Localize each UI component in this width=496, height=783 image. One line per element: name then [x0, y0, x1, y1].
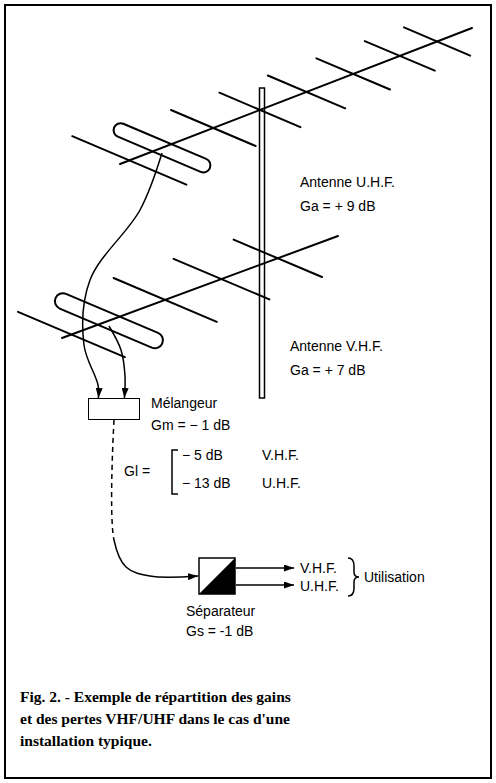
antenna-element: [18, 312, 125, 357]
mixer-box: MélangeurGm = − 1 dB: [88, 398, 140, 420]
figure-caption: Fig. 2. - Exemple de répartition des gai…: [20, 686, 305, 752]
gain-value: Ga = + 9 dB: [300, 194, 395, 218]
antenna-element: [171, 110, 256, 146]
label-holder: − 13 dB: [182, 474, 231, 492]
cable-connector: [112, 420, 198, 577]
mast: [260, 88, 265, 398]
node-text-group: MélangeurGm = − 1 dB: [151, 392, 230, 436]
antenna-boom: [62, 236, 338, 338]
caption-holder: Fig. 2. - Exemple de répartition des gai…: [20, 686, 305, 752]
label-holder: V.H.F.: [300, 559, 337, 577]
uhf-antenna: [72, 27, 472, 184]
label-holder: − 5 dB: [182, 446, 223, 464]
antenna-element: [219, 93, 300, 127]
annotation: U.H.F.: [262, 474, 301, 492]
gain-value: Ga = + 7 dB: [290, 358, 383, 382]
annotation: V.H.F.: [262, 446, 299, 464]
bracket: [172, 450, 178, 494]
splitter-outline: [198, 557, 236, 595]
antenna-element: [316, 58, 390, 89]
annotation: − 5 dB: [182, 446, 223, 464]
antenna-feed: Antenne V.H.F.Ga = + 7 dB: [99, 316, 119, 326]
gain-value: Gm = − 1 dB: [151, 414, 230, 436]
brace: [348, 558, 359, 596]
node-name: Mélangeur: [151, 392, 230, 414]
antenna-element: [365, 41, 435, 71]
annotation: U.H.F.: [300, 577, 339, 595]
antenna-feed: Antenne U.H.F.Ga = + 9 dB: [152, 143, 172, 153]
label-holder: U.H.F.: [262, 474, 301, 492]
cable-connector: [83, 153, 162, 398]
annotation: − 13 dB: [182, 474, 231, 492]
label-holder: U.H.F.: [300, 577, 339, 595]
folded-dipole: [52, 291, 165, 351]
cable-connector: [109, 326, 125, 398]
node-text-group: SéparateurGs = -1 dB: [186, 601, 255, 641]
splitter-fill: [199, 558, 235, 594]
antenna-boom: [120, 28, 472, 164]
splitter-body: [199, 558, 235, 594]
node-text-group: Antenne U.H.F.Ga = + 9 dB: [300, 170, 395, 218]
folded-dipole: [111, 121, 212, 174]
antenna-element: [174, 259, 270, 300]
node-name: Séparateur: [186, 601, 255, 621]
label-holder: Utilisation: [364, 568, 425, 586]
antenna-element: [114, 278, 217, 322]
antenna-element: [404, 27, 470, 55]
output-arrow: [236, 584, 294, 586]
annotation: V.H.F.: [300, 559, 337, 577]
annotation: Utilisation: [364, 568, 425, 586]
annotation: Gl =: [124, 462, 150, 480]
antenna-element: [268, 76, 345, 109]
output-arrow: [236, 567, 294, 569]
antenna-element: [234, 240, 322, 277]
figure-frame: [5, 5, 491, 778]
node-name: Antenne V.H.F.: [290, 334, 383, 358]
node-text-group: Antenne V.H.F.Ga = + 7 dB: [290, 334, 383, 382]
label-holder: Gl =: [124, 462, 150, 480]
label-holder: V.H.F.: [262, 446, 299, 464]
gain-value: Gs = -1 dB: [186, 621, 255, 641]
splitter-box: SéparateurGs = -1 dB: [198, 557, 236, 595]
node-name: Antenne U.H.F.: [300, 170, 395, 194]
